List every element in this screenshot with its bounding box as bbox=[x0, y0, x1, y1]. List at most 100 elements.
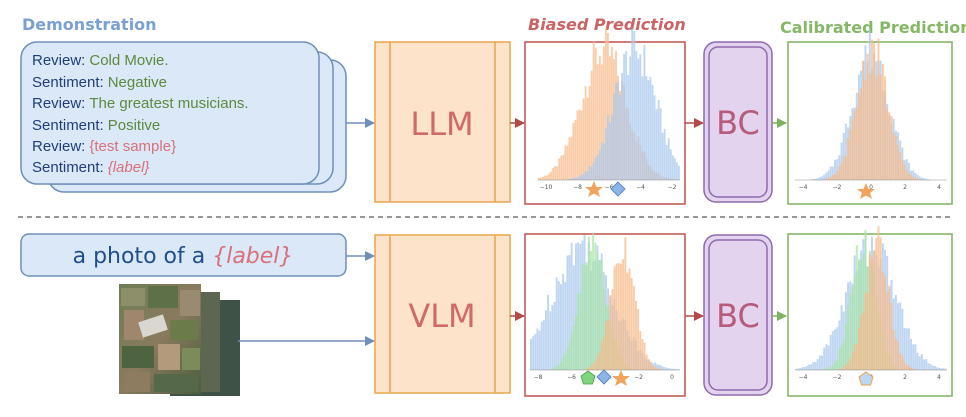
histogram-bar bbox=[572, 178, 575, 180]
histogram-bar bbox=[834, 159, 837, 180]
histogram-bar bbox=[572, 325, 575, 370]
histogram-bar bbox=[584, 86, 587, 180]
histogram-bar bbox=[613, 266, 616, 370]
histogram-bar bbox=[580, 174, 583, 180]
histogram-bar bbox=[879, 74, 882, 180]
histogram-bar bbox=[844, 364, 847, 370]
tick-label: −6 bbox=[567, 374, 576, 381]
histogram-bar bbox=[844, 123, 847, 180]
histogram-bar bbox=[927, 363, 930, 370]
histogram-bar bbox=[550, 171, 552, 180]
histogram-bar bbox=[918, 176, 921, 180]
chart-biased-bottom: −8−6−4−20 bbox=[530, 233, 680, 381]
histogram-bar bbox=[851, 351, 854, 370]
histogram-bar bbox=[864, 291, 867, 370]
histogram-bar bbox=[810, 364, 813, 370]
histogram-bar bbox=[905, 159, 908, 180]
llm-label: LLM bbox=[410, 105, 473, 143]
histogram-bar bbox=[914, 344, 917, 370]
histogram-bar bbox=[585, 262, 588, 370]
histogram-bar bbox=[622, 259, 625, 370]
histogram-bar bbox=[862, 253, 865, 370]
demo-key: Sentiment: bbox=[32, 159, 104, 176]
histogram-bar bbox=[568, 255, 571, 370]
histogram-bar bbox=[657, 100, 660, 180]
histogram-bar bbox=[576, 110, 579, 180]
tick-label: 0 bbox=[670, 374, 674, 381]
histogram-bar bbox=[581, 264, 584, 370]
histogram-bar bbox=[615, 263, 618, 370]
histogram-bar bbox=[613, 93, 615, 180]
histogram-bar bbox=[916, 178, 919, 180]
histogram-bar bbox=[844, 156, 847, 180]
histogram-bar bbox=[659, 108, 662, 180]
histogram-bar bbox=[799, 368, 802, 370]
histogram-bar bbox=[627, 75, 630, 180]
histogram-bar bbox=[888, 112, 891, 180]
histogram-bar bbox=[910, 338, 913, 370]
histogram-bar bbox=[647, 80, 650, 180]
histogram-bar bbox=[647, 359, 650, 370]
demo-key: Review: bbox=[32, 95, 85, 112]
histogram-bar bbox=[592, 363, 595, 370]
histogram-bar bbox=[570, 242, 573, 370]
histogram-bar bbox=[660, 369, 663, 370]
histogram-bar bbox=[907, 328, 910, 370]
histogram-bar bbox=[801, 367, 804, 370]
histogram-bar bbox=[827, 345, 830, 370]
histogram-bar bbox=[551, 305, 554, 370]
histogram-bar bbox=[855, 343, 858, 370]
histogram-bar bbox=[901, 355, 904, 370]
histogram-bar bbox=[914, 178, 917, 180]
demonstration-header: Demonstration bbox=[22, 15, 157, 34]
histogram-bar bbox=[590, 166, 593, 180]
histogram-bar bbox=[631, 28, 634, 181]
histogram-bar bbox=[538, 330, 541, 370]
histogram-bar bbox=[602, 46, 605, 181]
histogram-bar bbox=[542, 319, 545, 370]
histogram-bar bbox=[860, 315, 863, 370]
histogram-bar bbox=[814, 178, 817, 180]
histogram-bar bbox=[923, 359, 926, 370]
histogram-bar bbox=[831, 166, 834, 180]
histogram-bar bbox=[805, 366, 808, 370]
histogram-bar bbox=[940, 368, 943, 370]
histogram-bar bbox=[795, 369, 797, 370]
histogram-bar bbox=[540, 177, 542, 180]
histogram-bar bbox=[639, 331, 642, 370]
histogram-bar bbox=[649, 76, 652, 180]
histogram-bar bbox=[825, 172, 828, 180]
histogram-bar bbox=[890, 303, 893, 370]
histogram-bar bbox=[651, 85, 654, 180]
demo-row-2: Sentiment:Negative bbox=[32, 74, 167, 91]
histogram-bar bbox=[655, 109, 658, 180]
histogram-bar bbox=[673, 368, 676, 370]
histogram-bar bbox=[871, 257, 873, 370]
histogram-bar bbox=[653, 95, 656, 180]
histogram-bar bbox=[944, 368, 947, 370]
histogram-bar bbox=[594, 48, 597, 180]
histogram-bar bbox=[602, 336, 605, 370]
tick-label: −10 bbox=[540, 184, 553, 191]
tick-label: −2 bbox=[833, 184, 842, 191]
histogram-bar bbox=[825, 178, 828, 180]
histogram-bar bbox=[675, 162, 678, 180]
histogram-bar bbox=[923, 178, 926, 180]
tick-label: 4 bbox=[937, 374, 941, 381]
histogram-bar bbox=[823, 174, 826, 180]
star-marker bbox=[857, 183, 875, 199]
histogram-bar bbox=[596, 64, 599, 180]
markers-calibrated-top bbox=[857, 183, 875, 199]
histogram-bar bbox=[562, 357, 565, 370]
histogram-bar bbox=[650, 362, 652, 370]
histogram-bar bbox=[829, 166, 832, 180]
histogram-bar bbox=[665, 367, 667, 370]
histogram-bar bbox=[834, 361, 837, 370]
histogram-bar bbox=[554, 166, 557, 180]
histogram-bar bbox=[549, 369, 552, 370]
histogram-bar bbox=[623, 54, 626, 181]
